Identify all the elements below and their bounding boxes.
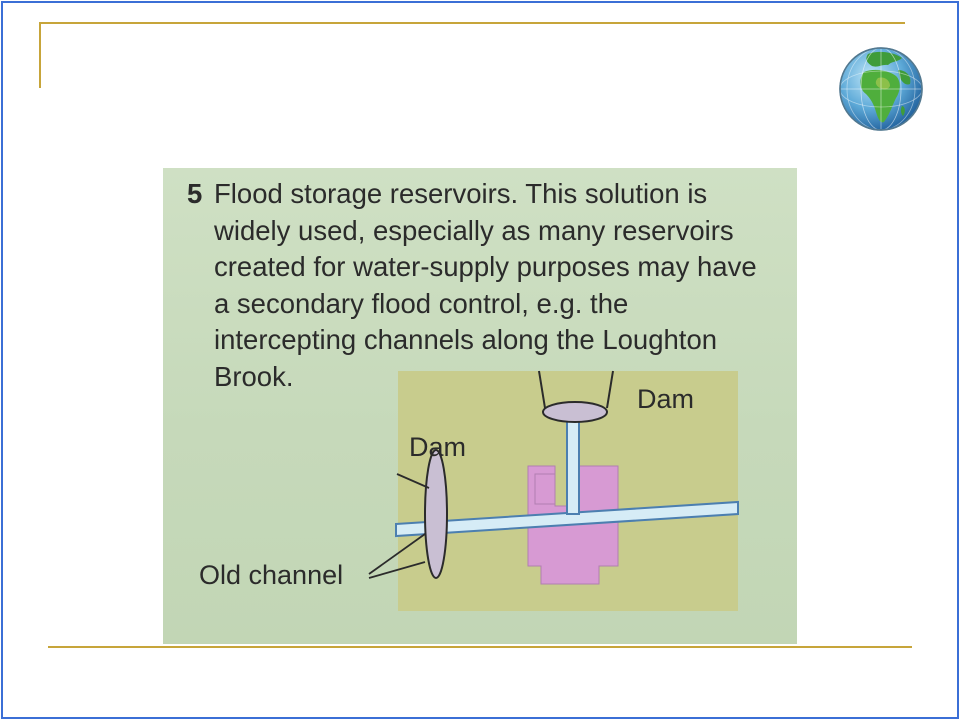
- left-dam: [424, 449, 448, 579]
- caption-line: Brook.: [214, 360, 294, 392]
- reservoir-diagram: Dam Dam Old channel: [199, 370, 739, 611]
- dam-label-left: Dam: [409, 432, 466, 462]
- caption-line: widely used, especially as many reservoi…: [214, 214, 734, 246]
- dam-label-top: Dam: [637, 384, 694, 414]
- textbook-photo: Dam Dam Old channel 5 Flood storage rese…: [163, 168, 797, 644]
- intercepting-channel: [566, 419, 580, 515]
- globe-icon: [839, 47, 923, 131]
- caption-line: a secondary flood control, e.g. the: [214, 287, 629, 319]
- caption-line: Flood storage reservoirs. This solution …: [214, 178, 708, 209]
- old-channel-label: Old channel: [199, 560, 343, 590]
- title-rule: [39, 22, 905, 24]
- top-dam: [542, 401, 608, 423]
- caption-line: intercepting channels along the Loughton: [214, 324, 718, 355]
- main-channel: [395, 500, 739, 538]
- caption-line: created for water-supply purposes may ha…: [214, 251, 757, 282]
- item-number: 5: [187, 178, 203, 209]
- footer-rule: [48, 646, 912, 648]
- title-rule-side: [39, 22, 41, 88]
- photo-caption: 5 Flood storage reservoirs. This solutio…: [187, 176, 787, 395]
